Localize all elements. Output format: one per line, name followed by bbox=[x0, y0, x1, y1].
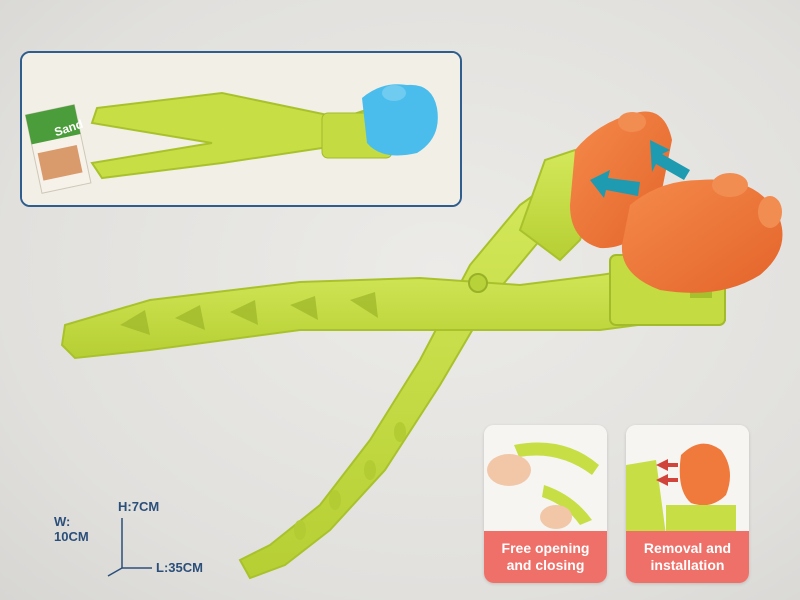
feature-card-removal: Removal and installation bbox=[626, 425, 749, 583]
length-label: L:35CM bbox=[156, 560, 203, 575]
inset-photo: Sand bbox=[20, 51, 462, 207]
dimension-diagram: H:7CM W: 10CM L:35CM bbox=[50, 488, 280, 578]
feature-caption-removal: Removal and installation bbox=[626, 531, 749, 583]
inset-tool bbox=[90, 91, 373, 180]
mold-removal-image bbox=[679, 443, 730, 506]
pivot-rivet bbox=[468, 273, 488, 293]
sand-package bbox=[24, 104, 92, 194]
insert-arrow-icon bbox=[590, 140, 690, 198]
grip-bumps bbox=[294, 422, 406, 540]
truss-pattern bbox=[120, 292, 378, 335]
height-label: H:7CM bbox=[118, 499, 160, 514]
feature-caption-open-close: Free opening and closing bbox=[484, 531, 607, 583]
hand-squeeze-image bbox=[514, 442, 599, 475]
width-label: W: 10CM bbox=[54, 514, 89, 544]
axis-icon bbox=[107, 518, 152, 577]
orange-mold-bottom bbox=[621, 179, 783, 293]
feature-card-open-close: Free opening and closing bbox=[484, 425, 607, 583]
blue-mold bbox=[362, 84, 438, 156]
